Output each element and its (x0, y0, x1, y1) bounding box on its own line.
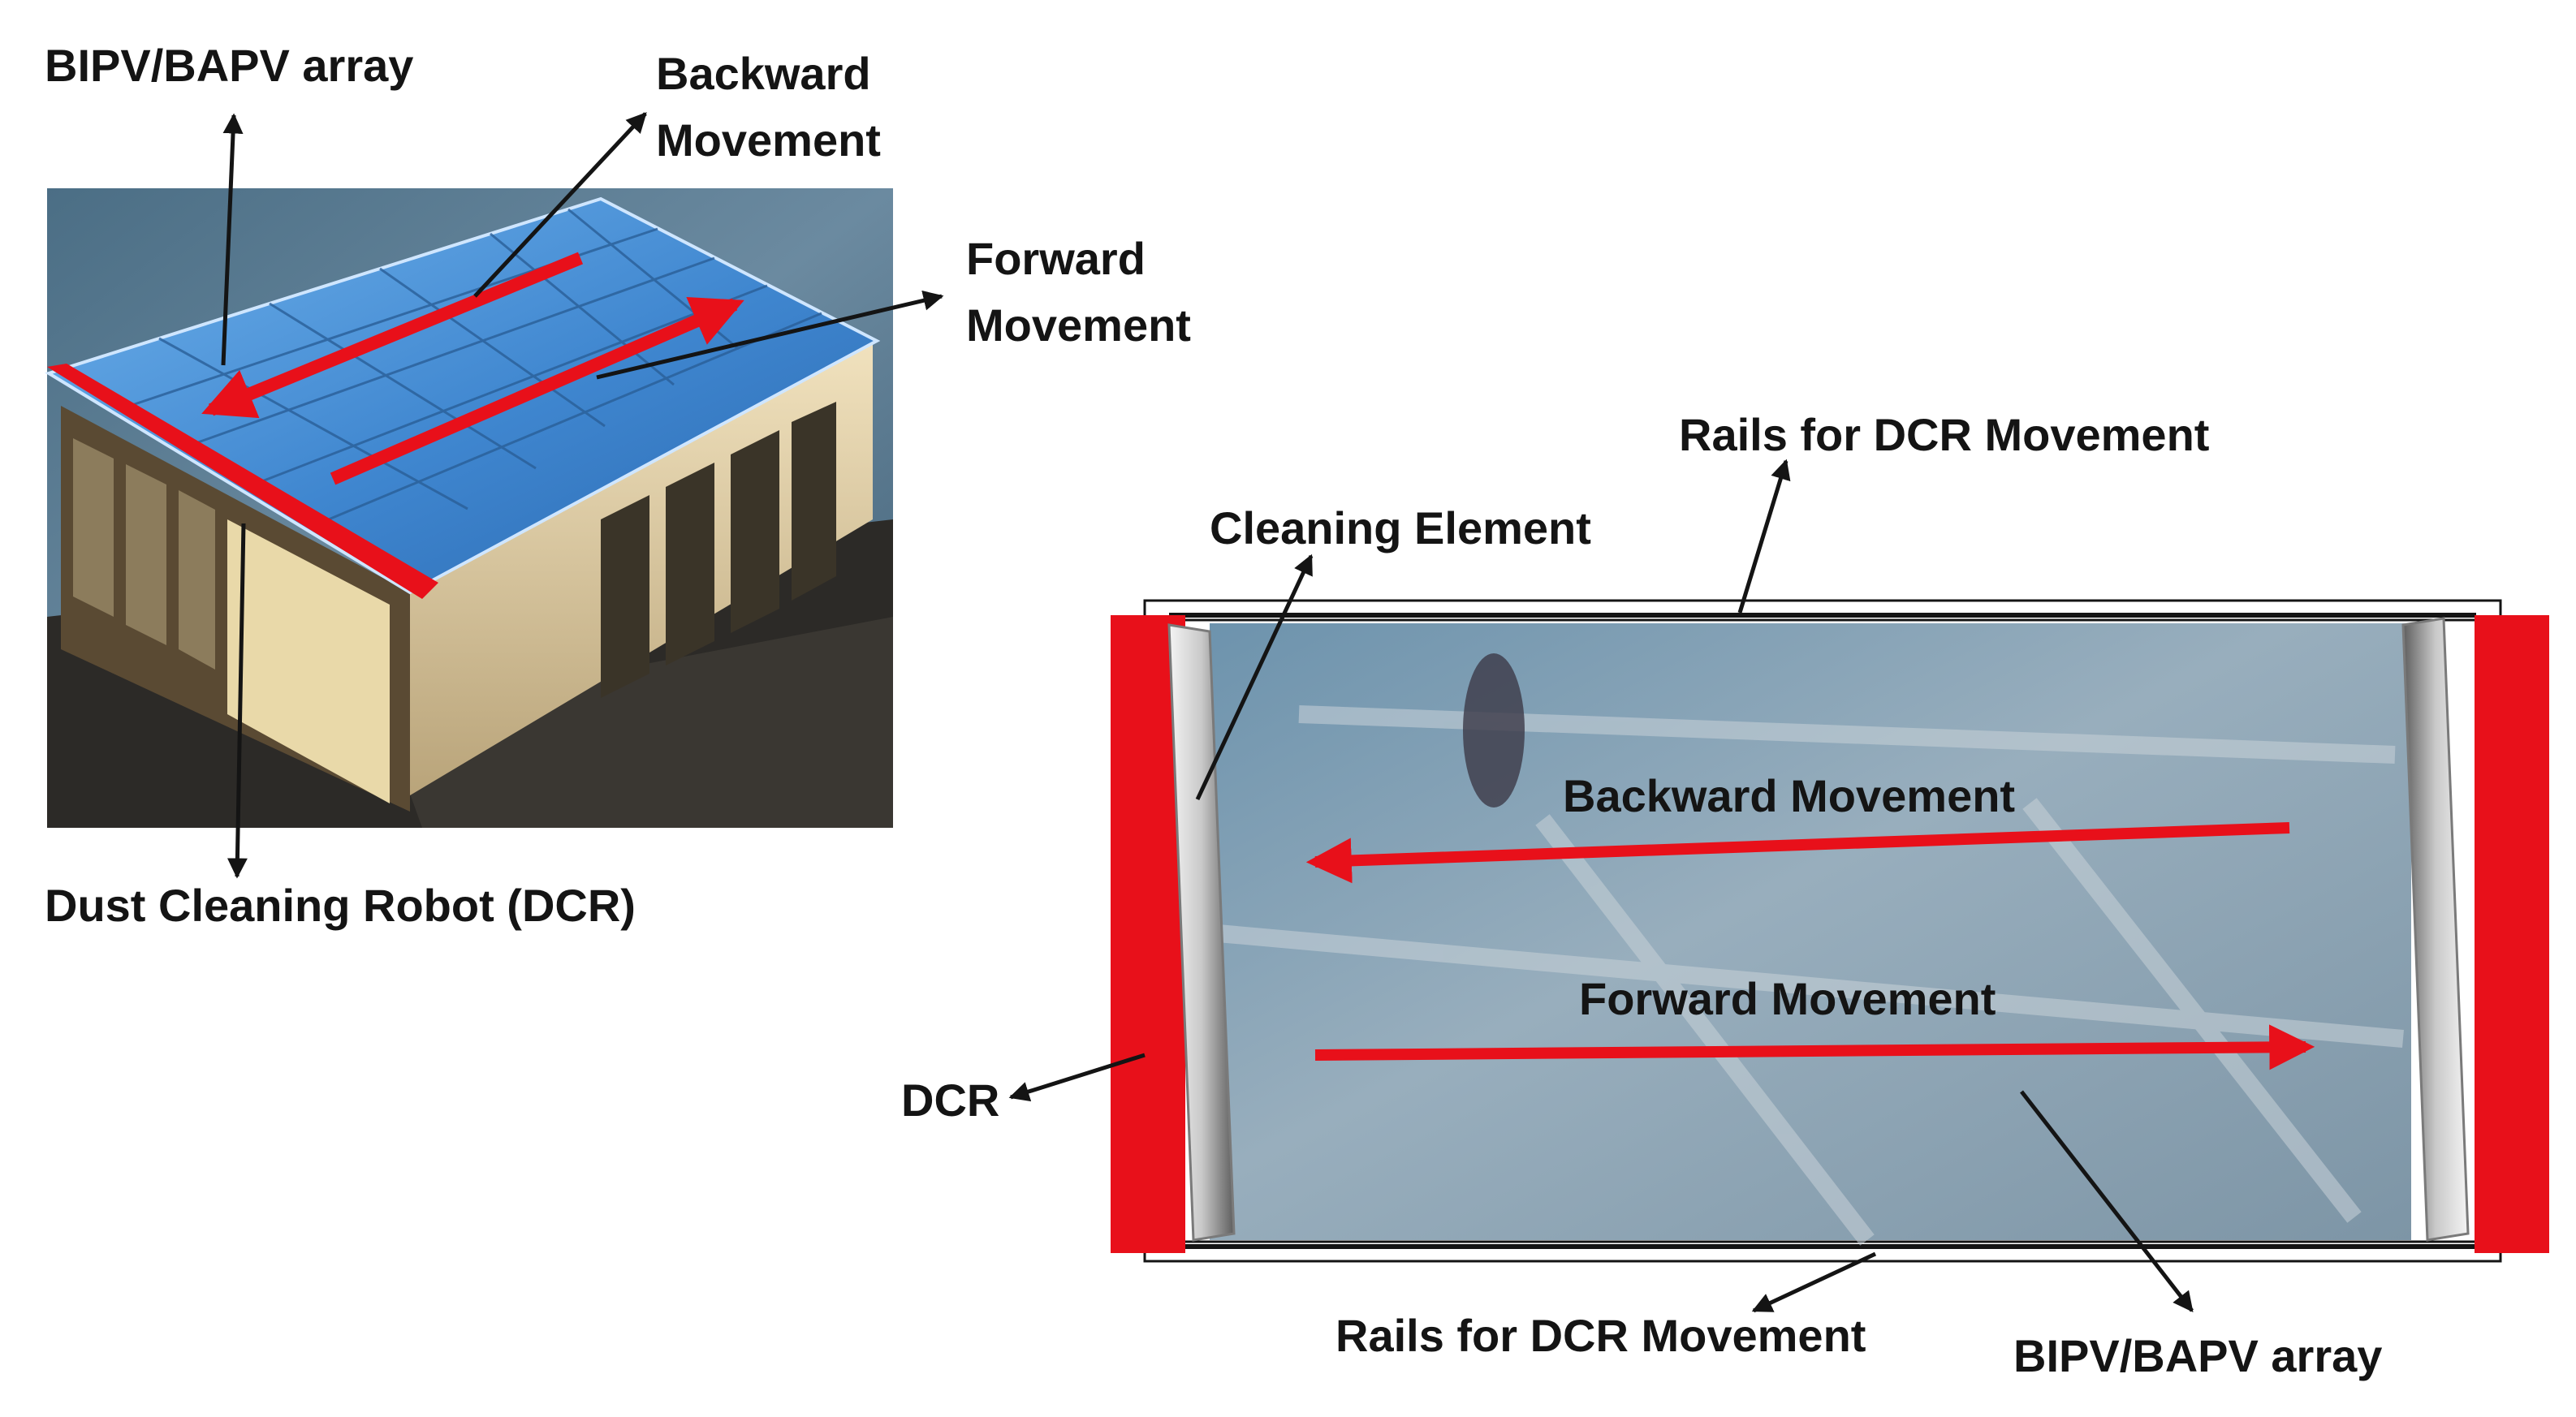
right-backward-label: Backward Movement (1563, 770, 2015, 821)
left-photo (45, 188, 893, 828)
pointer-robot (227, 523, 248, 879)
right-dcr-label: DCR (901, 1075, 999, 1126)
pointer-cleaning-element (1195, 553, 1314, 801)
left-forward-label-line1: Forward (966, 233, 1146, 284)
left-pointers (221, 112, 944, 879)
dcr-right-frame (2475, 615, 2549, 1253)
left-robot-label: Dust Cleaning Robot (DCR) (45, 880, 636, 931)
pointer-backward (473, 112, 647, 298)
left-forward-label-line2: Movement (966, 299, 1191, 351)
left-backward-label-line1: Backward (656, 48, 871, 99)
cleaning-element-right (2401, 617, 2470, 1242)
right-forward-label: Forward Movement (1579, 973, 1996, 1024)
porch-light (227, 519, 390, 803)
pointer-array-right (2020, 1090, 2194, 1312)
right-forward-arrow (1314, 1024, 2315, 1070)
pointer-array (221, 113, 244, 366)
pointer-rails-bottom (1751, 1251, 1877, 1313)
left-array-label: BIPV/BAPV array (45, 40, 413, 91)
side-windows (601, 402, 836, 698)
right-array-label: BIPV/BAPV array (2013, 1330, 2382, 1381)
right-cleaning-element-label: Cleaning Element (1210, 502, 1591, 553)
pointer-forward (596, 290, 944, 380)
right-rails-bottom-label: Rails for DCR Movement (1335, 1310, 1866, 1361)
right-backward-arrow (1305, 822, 2290, 884)
ground-shade (382, 617, 893, 828)
pointer-dcr (1008, 1053, 1146, 1102)
right-pointers (1008, 459, 2194, 1313)
left-backward-arrow (201, 252, 584, 419)
front-windows (73, 438, 215, 670)
cleaning-element-left (1167, 623, 1236, 1242)
dcr-robot-bar (47, 364, 438, 599)
right-rails-top-label: Rails for DCR Movement (1679, 409, 2209, 460)
left-backward-label-line2: Movement (656, 114, 881, 166)
reflection-figure (1463, 653, 1525, 808)
pointer-rails-top (1737, 459, 1791, 614)
right-schematic (1111, 599, 2549, 1263)
left-forward-arrow (330, 297, 744, 485)
